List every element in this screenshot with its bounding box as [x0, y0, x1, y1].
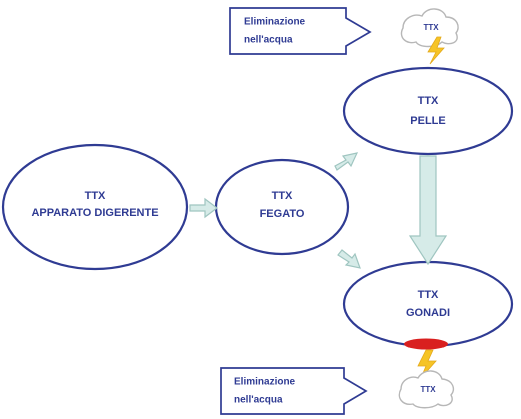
node-digestive: TTX APPARATO DIGERENTE [1, 143, 189, 271]
arrow-liver-to-gonads [337, 249, 361, 269]
arrow-digestive-to-liver [189, 197, 218, 219]
arrow-liver-to-skin [334, 152, 359, 171]
node-skin-line2: PELLE [410, 115, 445, 127]
node-skin-line1: TTX [418, 95, 439, 107]
callout-top-box-arrow [229, 7, 372, 55]
cloud-top-icon: TTX [400, 8, 459, 48]
callout-top-line1: Eliminazione [244, 17, 306, 28]
lightning-top-icon [427, 36, 445, 65]
node-digestive-line1: TTX [85, 190, 106, 202]
node-liver-line1: TTX [272, 190, 293, 202]
arrow-skin-to-gonads [408, 155, 448, 266]
callout-top-line2: nell'acqua [244, 35, 293, 46]
node-liver-line2: FEGATO [260, 208, 305, 220]
callout-bottom: TTX Eliminazione nell'acqua [220, 338, 454, 415]
node-digestive-line2: APPARATO DIGERENTE [31, 207, 158, 219]
cloud-bottom-label: TTX [420, 385, 436, 394]
node-liver: TTX FEGATO [214, 158, 350, 256]
node-gonads: TTX GONADI [342, 260, 514, 348]
node-skin: TTX PELLE [342, 66, 514, 156]
callout-top: Eliminazione nell'acqua TTX [229, 7, 459, 80]
callout-bottom-line2: nell'acqua [234, 395, 283, 406]
cloud-bottom-icon: TTX [398, 370, 454, 409]
cloud-top-label: TTX [423, 23, 439, 32]
exit-pore-bottom-icon [404, 338, 448, 350]
callout-bottom-line1: Eliminazione [234, 377, 296, 388]
node-gonads-line2: GONADI [406, 307, 450, 319]
callout-bottom-box-arrow [220, 367, 368, 415]
node-gonads-line1: TTX [418, 289, 439, 301]
lightning-bottom-icon [417, 349, 437, 379]
